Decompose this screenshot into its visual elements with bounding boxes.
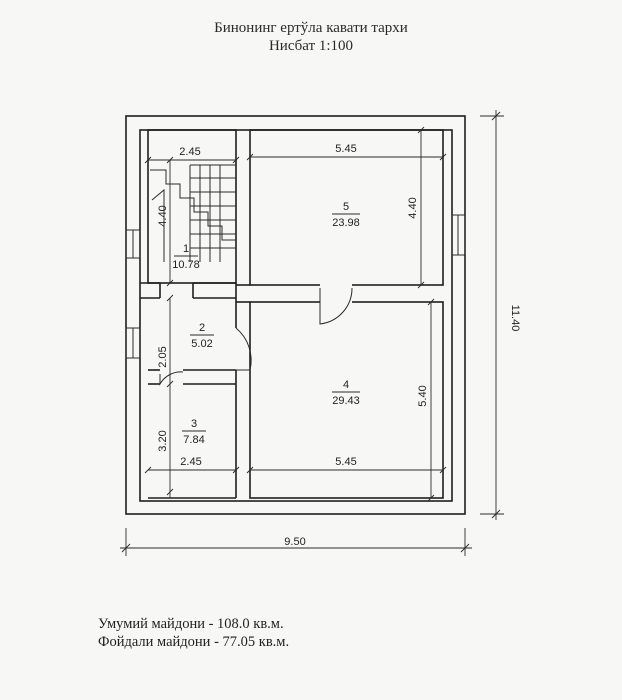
dim-room3-length: 3.20 [157, 384, 174, 498]
room-3-area: 7.84 [183, 434, 204, 446]
door-room-3 [159, 371, 184, 386]
door-room-5 [319, 287, 353, 325]
window-right [451, 214, 466, 256]
total-area-text: Умумий майдони - 108.0 кв.м. [98, 616, 284, 632]
window-left-lower [125, 327, 141, 359]
svg-text:5.45: 5.45 [335, 143, 356, 155]
room-1-number: 1 [183, 243, 189, 255]
room-4-area: 29.43 [332, 395, 360, 407]
dim-room3-width: 2.45 [144, 456, 240, 474]
svg-text:9.50: 9.50 [284, 536, 305, 548]
dim-room2-length: 2.05 [157, 294, 174, 388]
room-2-number: 2 [199, 322, 205, 334]
room-5-number: 5 [343, 201, 349, 213]
svg-text:4.40: 4.40 [157, 205, 169, 226]
room-4-number: 4 [343, 379, 349, 391]
room-1-area: 10.78 [172, 259, 200, 271]
dim-room4-width: 5.45 [246, 456, 447, 474]
plan-scale: Нисбат 1:100 [268, 38, 354, 54]
door-room-2 [235, 327, 252, 371]
outer-wall [125, 115, 466, 515]
svg-text:5.40: 5.40 [417, 385, 429, 406]
window-left-upper [125, 229, 141, 259]
svg-text:2.45: 2.45 [179, 146, 200, 158]
room-4-label: 4 29.43 [332, 379, 360, 407]
svg-text:11.40: 11.40 [509, 305, 521, 332]
svg-text:2.05: 2.05 [157, 346, 169, 367]
dim-room1-length: 4.40 [157, 156, 174, 287]
dim-room5-length: 4.40 [407, 126, 425, 289]
dim-total-width: 9.50 [120, 528, 472, 556]
dim-room1-width: 2.45 [144, 146, 240, 164]
useful-area-text: Фойдали майдони - 77.05 кв.м. [98, 634, 290, 650]
room-3-number: 3 [191, 418, 197, 430]
room-3-label: 3 7.84 [182, 418, 206, 446]
room-1-label: 1 10.78 [172, 243, 200, 271]
room-2-label: 2 5.02 [190, 322, 214, 350]
svg-text:4.40: 4.40 [407, 197, 419, 218]
room-5-area: 23.98 [332, 217, 360, 229]
dim-room5-width: 5.45 [246, 143, 447, 161]
plan-title: Бинонинг ертўла кавати тархи [214, 20, 408, 36]
svg-text:5.45: 5.45 [335, 456, 356, 468]
dim-room4-length: 5.40 [417, 298, 435, 502]
svg-text:3.20: 3.20 [157, 430, 169, 451]
svg-text:2.45: 2.45 [180, 456, 201, 468]
room-5-label: 5 23.98 [332, 201, 360, 229]
room-2-area: 5.02 [191, 338, 212, 350]
dim-total-length: 11.40 [480, 110, 521, 520]
stairs [150, 164, 236, 262]
